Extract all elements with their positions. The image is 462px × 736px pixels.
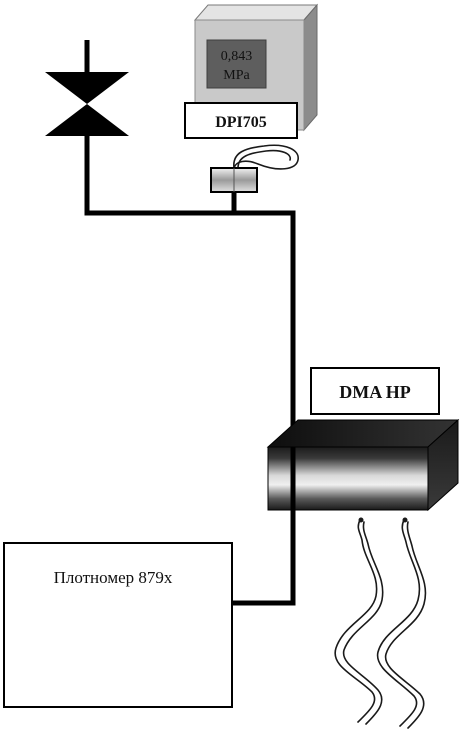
sensor-lead-right-inner xyxy=(384,521,427,729)
gauge-model-label-box xyxy=(184,102,298,139)
gauge-model-label: DPI705 xyxy=(215,114,267,131)
sensor-leads xyxy=(334,517,427,729)
sensor-lead-left xyxy=(334,519,378,723)
pipe-network xyxy=(84,40,296,606)
densimeter-box xyxy=(3,542,233,708)
valve-lower-triangle xyxy=(45,104,129,136)
densimeter-label: Плотномер 879x xyxy=(54,568,173,587)
valve-icon xyxy=(45,72,129,136)
gauge-body-side-face xyxy=(303,3,318,132)
dma-hp-label: DMA HP xyxy=(339,382,411,402)
densimeter-unit: Плотномер 879x xyxy=(3,542,233,708)
sensor-lead-right-tip xyxy=(402,517,408,523)
gauge-cable xyxy=(233,144,299,170)
valve-upper-triangle xyxy=(45,72,129,104)
gauge-reading-unit: MPa xyxy=(223,68,250,83)
sensor-lead-right xyxy=(376,519,421,727)
dma-tube-top-face xyxy=(266,419,460,448)
gauge-display xyxy=(206,39,267,89)
dma-hp-analyzer: DMA HP xyxy=(266,367,460,512)
gauge-body-top-face xyxy=(193,4,319,21)
sensor-lead-left-tip xyxy=(358,517,364,523)
sensor-lead-left-inner xyxy=(342,521,384,725)
pressure-gauge: 0,843 MPa DPI705 xyxy=(184,3,319,193)
gauge-reading-value: 0,843 xyxy=(221,49,253,64)
gauge-cable-inner xyxy=(237,149,291,169)
dma-hp-label-box xyxy=(310,367,440,415)
